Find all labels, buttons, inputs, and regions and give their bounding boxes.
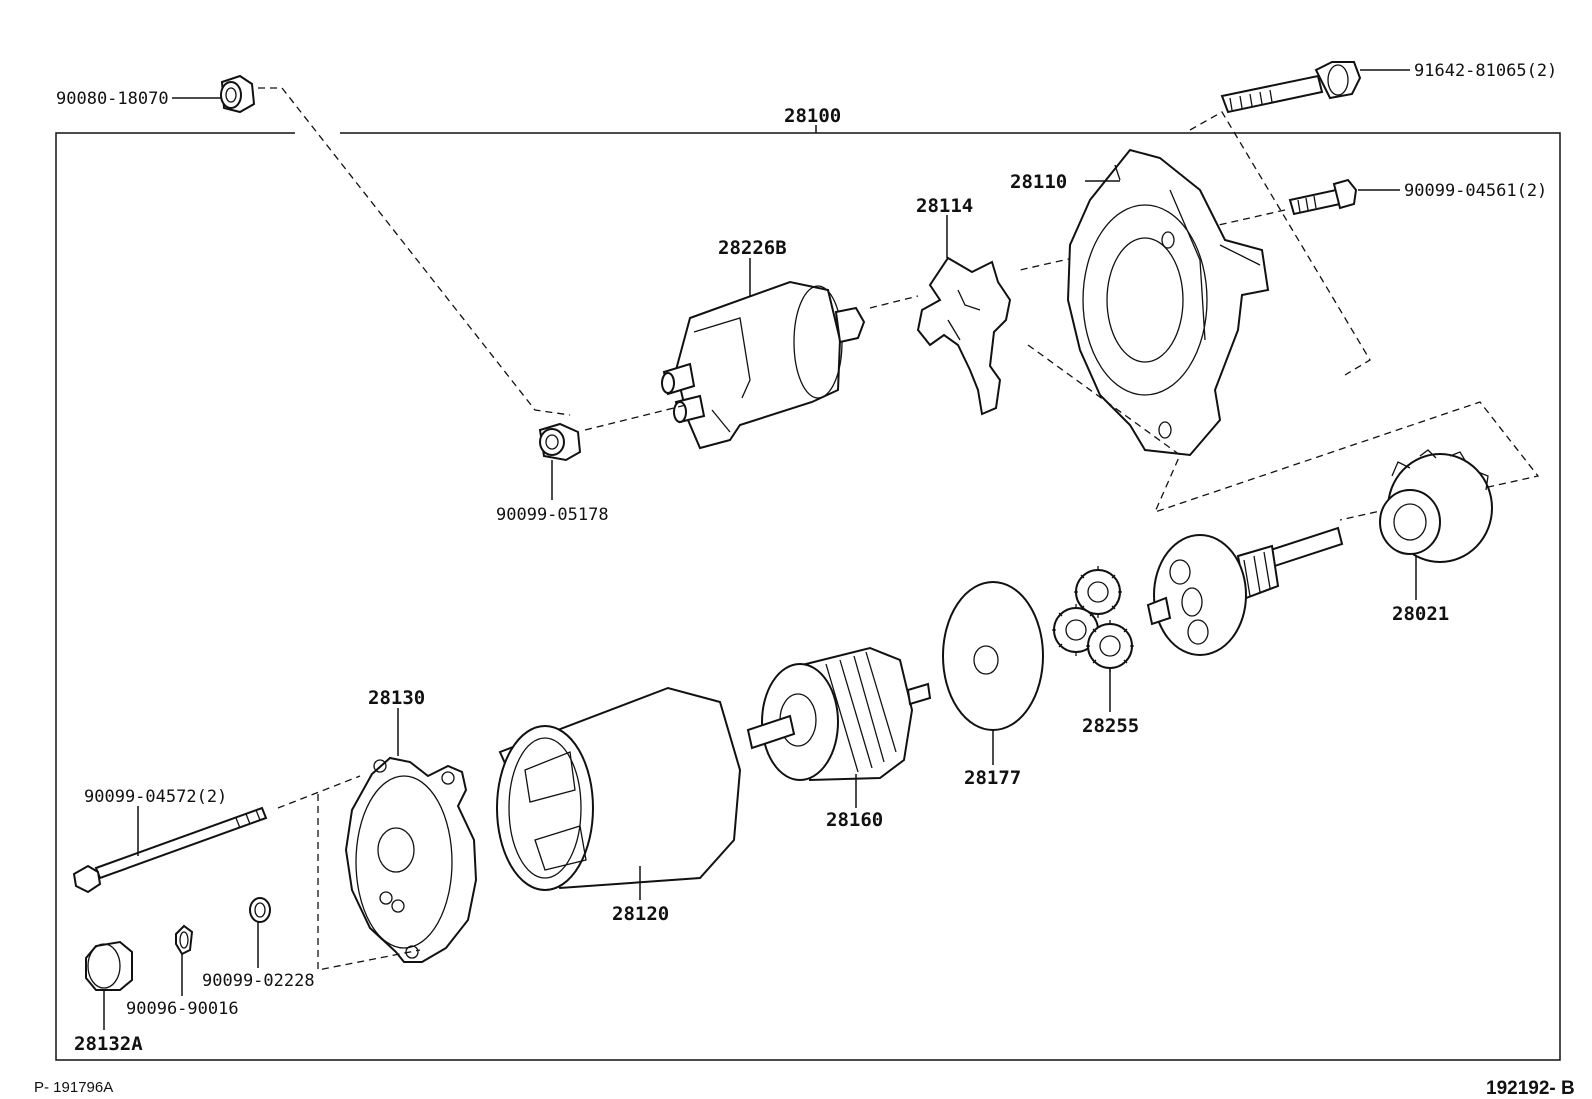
label-28114: 28114 [916, 195, 973, 217]
bolt-90099-04561 [1288, 178, 1358, 216]
label-90099-04572: 90099-04572(2) [84, 787, 227, 807]
label-28226B: 28226B [718, 237, 787, 259]
label-28130: 28130 [368, 687, 425, 709]
label-90096-90016: 90096-90016 [126, 999, 239, 1019]
assembly-boundary [55, 132, 1561, 1061]
label-28177: 28177 [964, 767, 1021, 789]
label-28160: 28160 [826, 809, 883, 831]
planetary-gear-28255 [1052, 566, 1134, 672]
pinion-clutch-28021 [1379, 449, 1493, 563]
label-91642-81065: 91642-81065(2) [1414, 61, 1557, 81]
dash-housing-clutch [1027, 344, 1540, 521]
clip-90096-90016 [175, 924, 194, 956]
gear-top [1074, 566, 1122, 618]
dash-bolt-long [1189, 111, 1371, 376]
label-28132A: 28132A [74, 1033, 143, 1055]
drive-lever-28114 [916, 256, 1012, 416]
bolt-91642-81065 [1220, 61, 1362, 114]
label-28110: 28110 [1010, 171, 1067, 193]
label-90099-05178: 90099-05178 [496, 505, 609, 525]
label-90080-18070: 90080-18070 [56, 89, 169, 109]
nut-90080-18070 [220, 74, 256, 114]
dash-nut-to-terminal [584, 403, 691, 431]
cap-28132A [85, 940, 133, 991]
nut-90099-05178 [538, 422, 582, 462]
footer-left-code: P- 191796A [34, 1079, 113, 1096]
dash-end-frame [277, 775, 421, 971]
output-shaft [1146, 526, 1344, 656]
label-90099-04561: 90099-04561(2) [1404, 181, 1547, 201]
dash-nut-to-solenoid [258, 87, 571, 416]
label-28255: 28255 [1082, 715, 1139, 737]
footer-right-code: 192192- B [1486, 1078, 1575, 1099]
label-28100: 28100 [784, 105, 841, 127]
label-28021: 28021 [1392, 603, 1449, 625]
label-90099-02228: 90099-02228 [202, 971, 315, 991]
washer-plate-28177 [942, 581, 1044, 731]
dash-lever-to-solenoid [869, 295, 919, 309]
through-bolt-90099-04572 [72, 806, 268, 894]
solenoid-28226B [661, 280, 866, 450]
armature-28160 [746, 646, 932, 782]
washer-90099-02228 [249, 897, 271, 923]
yoke-28120 [496, 686, 742, 891]
drive-housing-28110 [1066, 148, 1270, 457]
label-28120: 28120 [612, 903, 669, 925]
end-frame-28130 [344, 756, 478, 963]
